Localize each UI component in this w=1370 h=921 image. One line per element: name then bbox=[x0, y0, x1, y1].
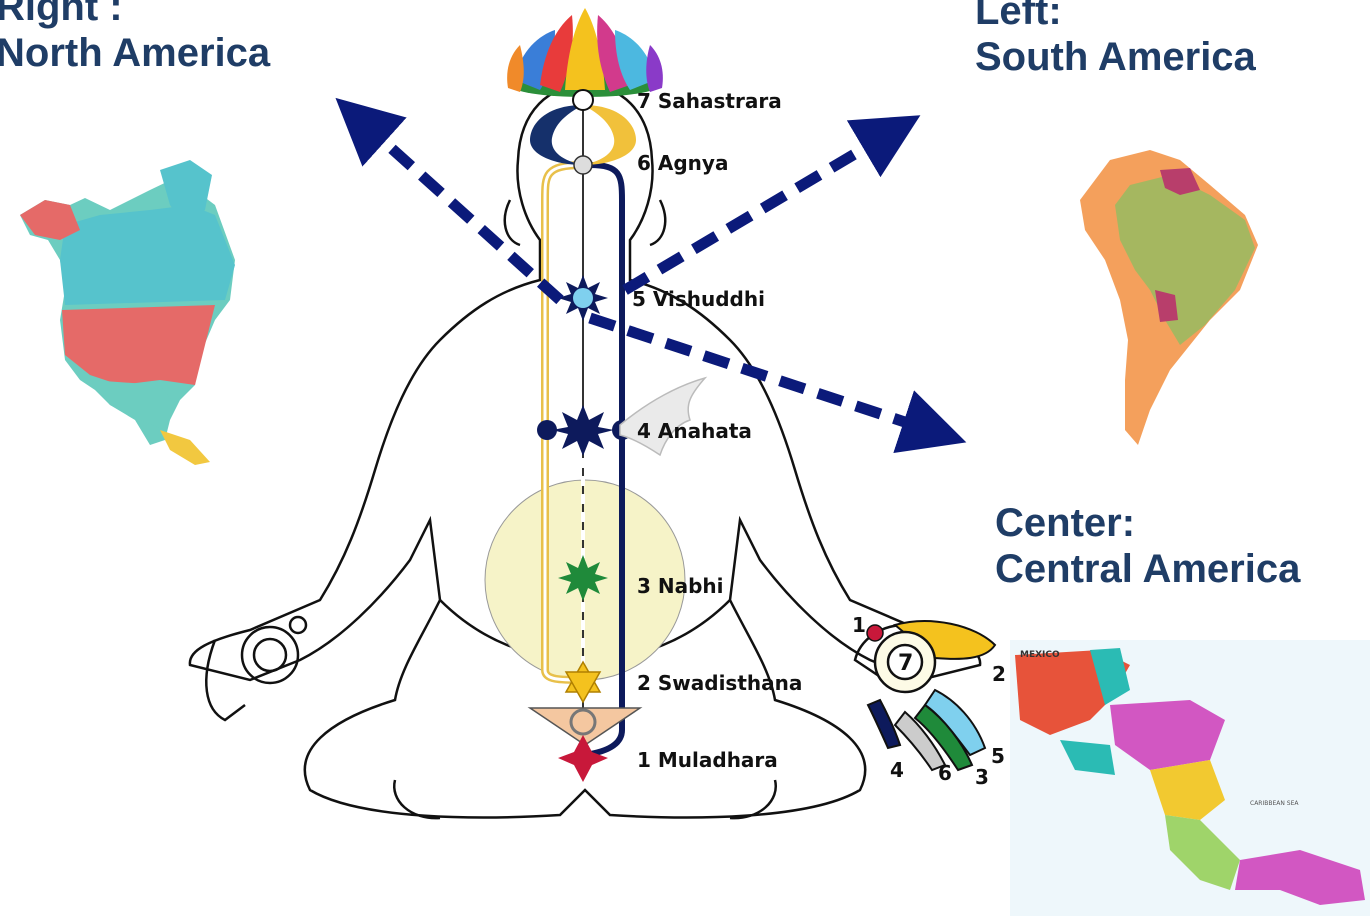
central-america-map: MEXICO CARIBBEAN SEA bbox=[1010, 640, 1370, 916]
center-heading: Center: bbox=[995, 500, 1300, 546]
chakra-label-2: 2 Swadisthana bbox=[637, 671, 802, 695]
chakra-1-symbol bbox=[530, 708, 640, 782]
north-america-map bbox=[20, 160, 235, 465]
label-north-america: Right : North America bbox=[0, 0, 270, 76]
center-region-name: Central America bbox=[995, 546, 1300, 592]
chakra-4-symbol bbox=[537, 405, 632, 456]
chakra-7-symbol bbox=[573, 90, 593, 110]
right-heading: Right : bbox=[0, 0, 270, 30]
chakra-label-5: 5 Vishuddhi bbox=[632, 287, 765, 311]
left-heading: Left: bbox=[975, 0, 1256, 34]
map-label-caribbean: CARIBBEAN SEA bbox=[1250, 800, 1299, 807]
hand-number-7: 7 bbox=[898, 651, 913, 676]
chakra-label-7: 7 Sahastrara bbox=[637, 89, 782, 113]
chakra-label-6: 6 Agnya bbox=[637, 151, 728, 175]
left-region-name: South America bbox=[975, 34, 1256, 80]
lotus-icon bbox=[507, 8, 663, 97]
right-region-name: North America bbox=[0, 30, 270, 76]
chakra-5-symbol bbox=[558, 275, 608, 321]
hand-number-6: 6 bbox=[938, 761, 952, 785]
hand-number-4: 4 bbox=[890, 758, 904, 782]
anahata-wing-icon bbox=[620, 378, 705, 455]
arrow-to-north-america bbox=[360, 120, 560, 300]
label-south-america: Left: South America bbox=[975, 0, 1256, 80]
hand-number-2: 2 bbox=[992, 662, 1006, 686]
left-hand-symbol bbox=[206, 617, 306, 720]
map-label-mexico: MEXICO bbox=[1020, 650, 1060, 660]
chakra-label-4: 4 Anahata bbox=[637, 419, 752, 443]
hand-number-5: 5 bbox=[991, 744, 1005, 768]
south-america-map bbox=[1080, 150, 1258, 445]
right-hand-fingers bbox=[855, 621, 995, 770]
hand-number-1: 1 bbox=[852, 613, 866, 637]
hand-number-3: 3 bbox=[975, 765, 989, 789]
label-central-america: Center: Central America bbox=[995, 500, 1300, 592]
chakra-label-1: 1 Muladhara bbox=[637, 748, 778, 772]
chakra-label-3: 3 Nabhi bbox=[637, 574, 724, 598]
